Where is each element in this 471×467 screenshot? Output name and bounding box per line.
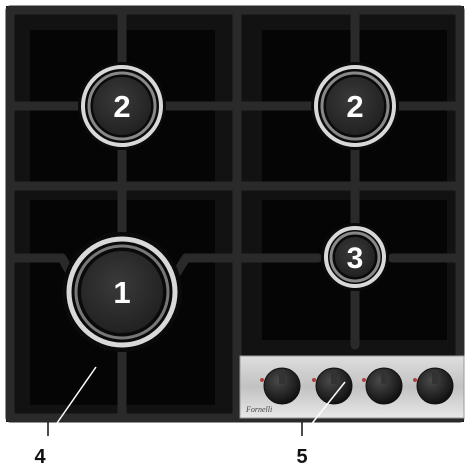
- burner-label: 2: [113, 89, 130, 124]
- burner-label: 3: [347, 242, 364, 275]
- knob-2[interactable]: [316, 368, 352, 404]
- burner-middle-right: 3: [321, 223, 389, 291]
- brand-logo: Fornelli: [245, 405, 272, 414]
- knob-3[interactable]: [366, 368, 402, 404]
- callout-4-label: 4: [34, 446, 46, 467]
- burner-bottom-left: 1: [62, 232, 182, 352]
- knob-1[interactable]: [264, 368, 300, 404]
- burner-label: 2: [346, 89, 363, 124]
- burner-label: 1: [113, 275, 130, 310]
- burner-top-right: 2: [311, 62, 399, 150]
- burner-top-left: 2: [78, 62, 166, 150]
- knob-4[interactable]: [417, 368, 453, 404]
- callout-5-label: 5: [296, 446, 307, 467]
